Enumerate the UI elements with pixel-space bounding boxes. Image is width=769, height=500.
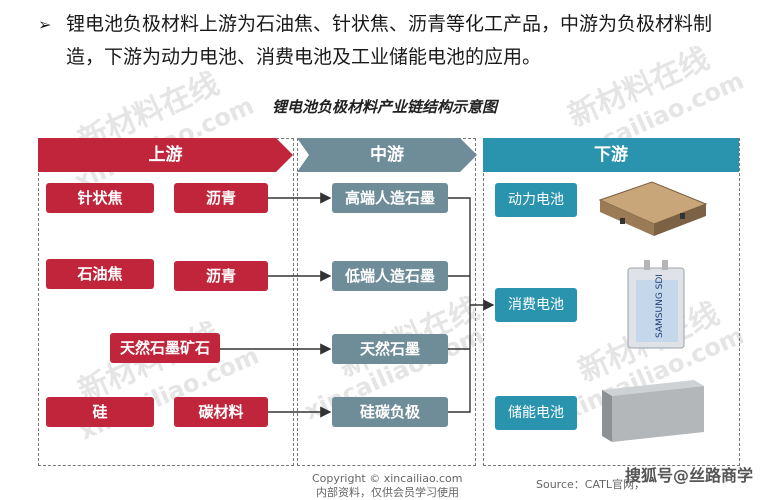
consumer-battery-cell-image: SAMSUNG SDI	[627, 260, 685, 349]
midstream-natural-graphite: 天然石墨	[332, 334, 448, 364]
midstream-label: 中游	[370, 145, 404, 165]
midstream-header: 中游	[297, 138, 477, 172]
storage-battery-image	[602, 380, 704, 442]
summary-line-1: 锂电池负极材料上游为石油焦、针状焦、沥青等化工产品，中游为负极材料制	[66, 13, 713, 35]
downstream-power-battery: 动力电池	[495, 183, 577, 217]
footer-copyright: Copyright © xincailiao.com	[312, 472, 463, 485]
sohu-attribution: 搜狐号@丝路商学	[624, 466, 753, 485]
downstream-consumer-battery: 消费电池	[495, 288, 577, 322]
summary-line-2: 造，下游为动力电池、消费电池及工业储能电池的应用。	[66, 46, 542, 68]
footer-notice: 内部资料，仅供会员学习使用	[316, 486, 459, 499]
diagram-title: 锂电池负极材料产业链结构示意图	[271, 98, 497, 116]
upstream-petroleum-coke: 石油焦	[46, 259, 154, 289]
midstream-low-end-graphite: 低端人造石墨	[332, 261, 448, 291]
midstream-bracket	[448, 197, 471, 413]
midstream-high-end-graphite: 高端人造石墨	[332, 183, 448, 213]
upstream-chevron	[38, 138, 293, 172]
midstream-silicon-carbon-anode: 硅碳负极	[332, 397, 448, 427]
battery-brand-label: SAMSUNG SDI	[655, 274, 665, 338]
upstream-header: 上游	[38, 138, 293, 172]
midstream-chevron	[297, 138, 477, 172]
upstream-pitch-1: 沥青	[174, 183, 268, 213]
footer-source: Source：CATL官网，	[536, 478, 645, 491]
upstream-label: 上游	[148, 145, 183, 165]
downstream-storage-battery: 储能电池	[495, 396, 577, 430]
downstream-bar	[483, 138, 739, 172]
bullet-arrow-icon: ➢	[38, 15, 52, 34]
upstream-carbon-material: 碳材料	[174, 397, 268, 427]
downstream-label: 下游	[594, 145, 628, 165]
upstream-pitch-2: 沥青	[174, 261, 268, 291]
downstream-header: 下游	[483, 138, 739, 172]
power-battery-pack-image	[598, 181, 708, 236]
upstream-silicon: 硅	[46, 397, 154, 427]
upstream-natural-graphite-ore: 天然石墨矿石	[110, 333, 220, 363]
upstream-needle-coke: 针状焦	[46, 183, 154, 213]
